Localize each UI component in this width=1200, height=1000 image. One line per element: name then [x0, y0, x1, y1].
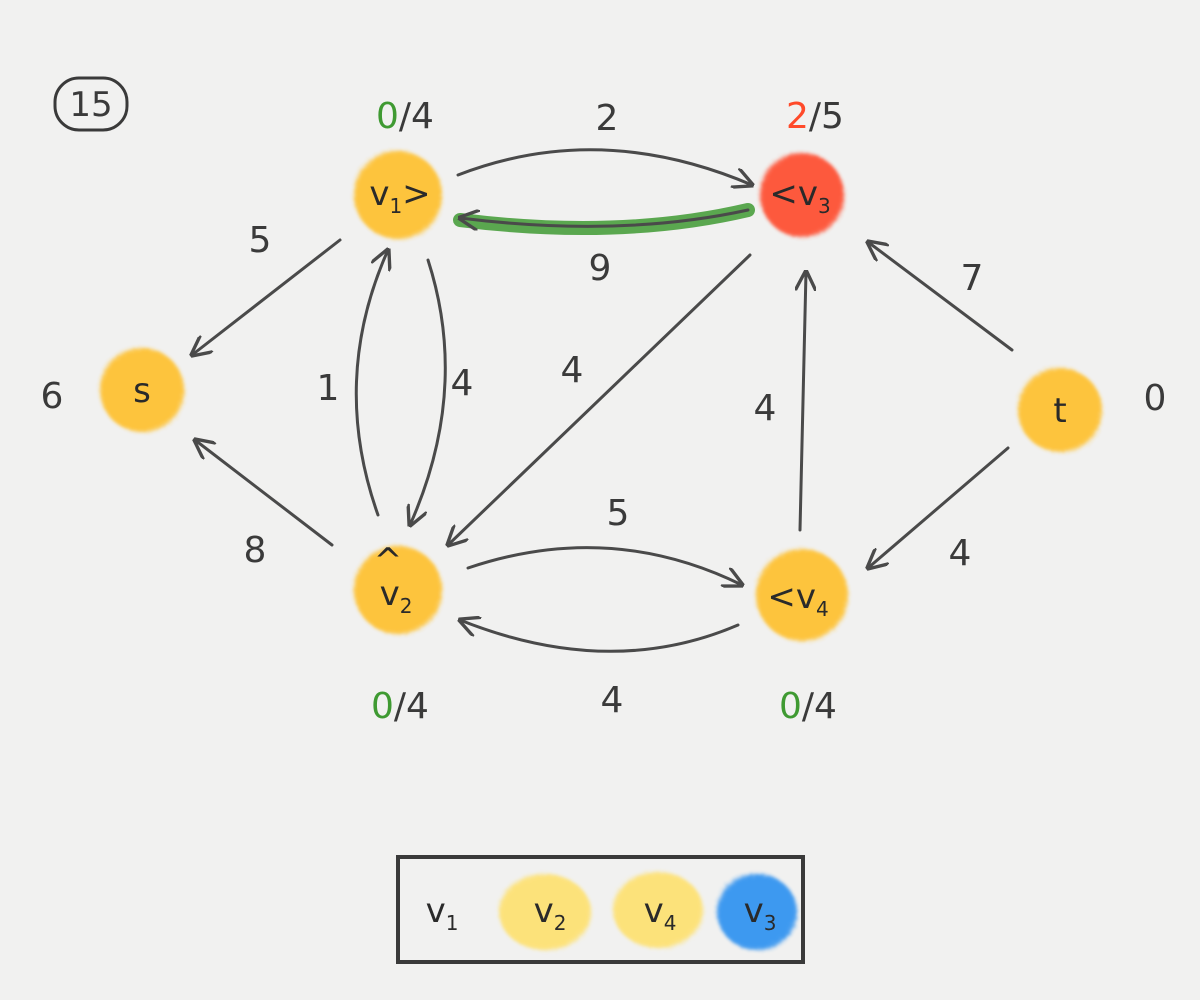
svg-text:<v4: <v4: [767, 577, 828, 621]
svg-text:t: t: [1053, 391, 1066, 431]
svg-text:s: s: [133, 371, 151, 411]
node-v4: <v4 0/4: [756, 549, 848, 727]
label-v3-v1: 9: [589, 248, 612, 289]
edge-v1-s: [192, 238, 342, 355]
current-arc-mark: >: [402, 174, 431, 214]
queue-item: v3: [744, 891, 777, 935]
edge-v4-v3: [800, 272, 806, 532]
excess-v4: 0/4: [779, 686, 837, 727]
queue-item: v2: [534, 891, 567, 935]
step-badge: 15: [53, 76, 129, 132]
edge-v3-v2: [448, 253, 752, 545]
node-v1: v1> 0/4: [354, 96, 442, 239]
label-v1-s: 5: [249, 220, 272, 261]
edge-t-v3: [868, 242, 1014, 352]
edge-t-v4: [868, 446, 1010, 568]
label-v2-s: 8: [244, 530, 267, 571]
height-t: 0: [1144, 378, 1167, 419]
node-v3: <v3 2/5: [760, 96, 844, 237]
edge-v2-s: [195, 440, 334, 547]
queue-item: v4: [644, 891, 677, 935]
current-arc-mark: <: [767, 577, 796, 617]
edges: [192, 148, 1014, 653]
node-s: s 6: [41, 348, 184, 432]
label-v3-v2: 4: [561, 350, 584, 391]
label-t-v3: 7: [961, 258, 984, 299]
edge-v3-v1: [460, 210, 750, 226]
excess-v1: 0/4: [376, 96, 434, 137]
edge-v2-v1: [354, 250, 388, 517]
node-v2: ^ v2 0/4: [354, 541, 442, 727]
label-v2-v4: 5: [607, 493, 630, 534]
node-t: t 0: [1018, 368, 1166, 452]
edge-labels: 2 9 5 1 4 4 8 5 4 4 7 4: [244, 98, 984, 721]
label-v4-v3: 4: [754, 388, 777, 429]
svg-text:v1>: v1>: [369, 174, 430, 218]
svg-text:v2: v2: [380, 574, 413, 618]
label-v2-v1: 1: [317, 368, 340, 409]
label-t-v4: 4: [949, 533, 972, 574]
excess-v3: 2/5: [786, 96, 844, 137]
height-s: 6: [41, 376, 64, 417]
excess-v2: 0/4: [371, 686, 429, 727]
node-queue: v1 v2 v4 v3: [396, 855, 805, 964]
queue-item: v1: [426, 891, 459, 935]
current-arc-mark: <: [769, 174, 798, 214]
edge-v2-v4: [466, 546, 742, 585]
edge-v4-v2: [460, 620, 740, 653]
current-arc-mark: ^: [374, 541, 403, 581]
svg-text:<v3: <v3: [769, 174, 830, 218]
label-v1-v3: 2: [596, 98, 619, 139]
label-v1-v2: 4: [451, 363, 474, 404]
edge-v1-v3: [456, 148, 752, 185]
svg-text:15: 15: [69, 85, 112, 125]
label-v4-v2: 4: [601, 680, 624, 721]
edge-v1-v2: [410, 258, 447, 525]
